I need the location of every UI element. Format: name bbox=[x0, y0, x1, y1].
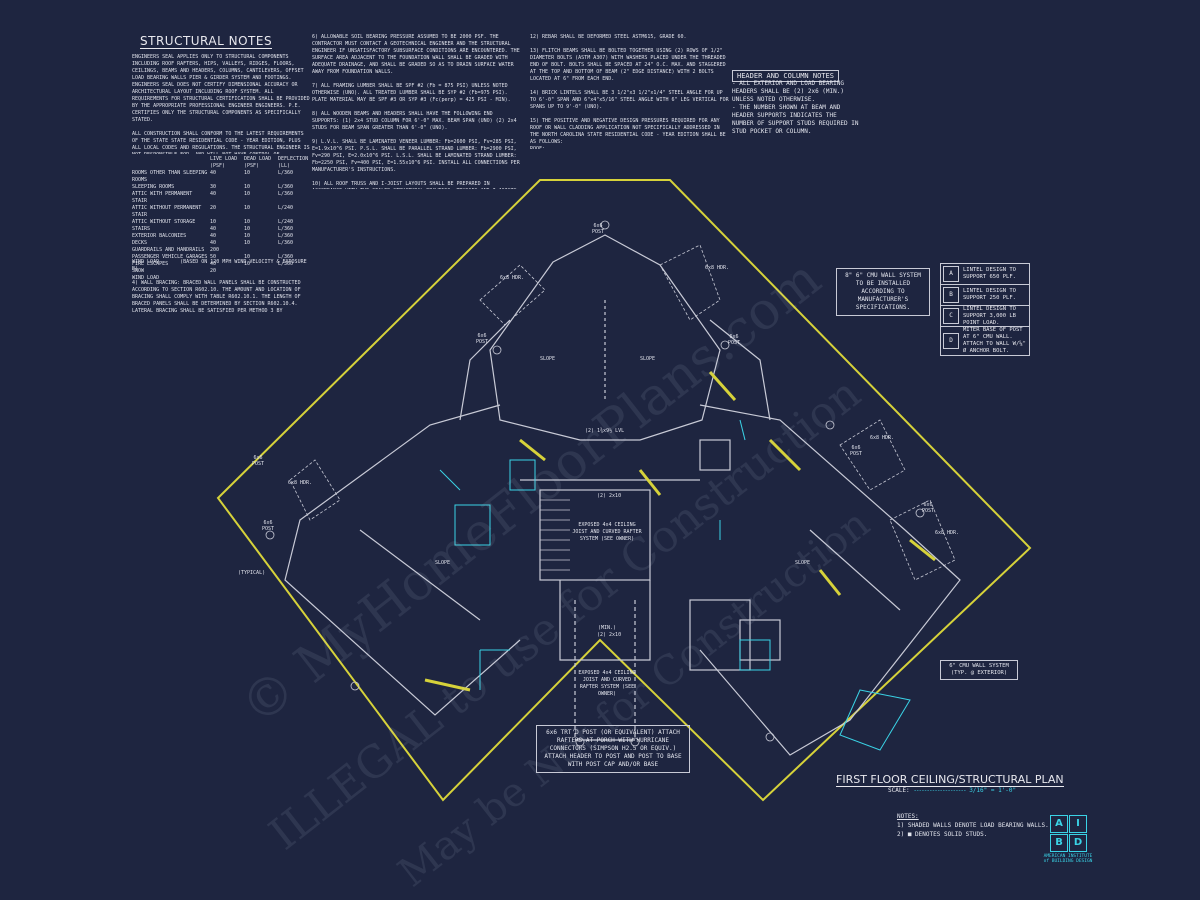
walls bbox=[284, 234, 961, 756]
cmu-wall-note: 8" 6" CMU WALL SYSTEM TO BE INSTALLED AC… bbox=[836, 268, 930, 316]
hdr-label: 6x8 HDR. bbox=[705, 265, 730, 271]
slope-label: SLOPE bbox=[435, 560, 451, 566]
post-label: 6x6 POST bbox=[850, 445, 863, 457]
slope-label: SLOPE bbox=[640, 356, 656, 362]
hdr-label: 6x8 HDR. bbox=[870, 435, 895, 441]
aibd-logo: A I B D AMERICAN INSTITUTE of BUILDING D… bbox=[1040, 815, 1096, 864]
beam-label: (2) 2x10 bbox=[597, 493, 622, 499]
lvl-label: (2) 1¾x9½ LVL bbox=[585, 428, 625, 434]
hdr-label: 6x8 HDR. bbox=[500, 275, 525, 281]
slope-label: SLOPE bbox=[795, 560, 811, 566]
design-loads-header: LIVE LOAD (PSF) DEAD LOAD (PSF) DEFLECTI… bbox=[210, 156, 309, 169]
hdr-label: 6x8 HDR. bbox=[935, 530, 960, 536]
ceiling-note: EXPOSED 4x4 CEILING JOIST AND CURVED RAF… bbox=[578, 670, 636, 697]
structural-notes-col1b: WIND LOAD (BASED ON 120 MPH WIND VELOCIT… bbox=[132, 259, 307, 314]
header-column-notes-body: - ALL EXTERIOR AND LOAD BEARING HEADERS … bbox=[732, 80, 859, 135]
post-label: 6x6 POST bbox=[728, 334, 741, 346]
hdr-label: 6x8 HDR. bbox=[288, 480, 313, 486]
load-bearing-walls bbox=[424, 371, 936, 692]
design-load-row: WIND LOAD bbox=[132, 275, 160, 281]
structural-notes-col3: 12) REBAR SHALL BE DEFORMED STEEL ASTM61… bbox=[530, 34, 729, 149]
post-label: 6x6 POST bbox=[476, 333, 489, 345]
plan-scale: SCALE: -------------------- 3/16" = 1'-0… bbox=[888, 787, 1017, 794]
fixtures bbox=[439, 419, 911, 751]
post-label: 6x6 POST bbox=[592, 223, 605, 235]
slope-label: SLOPE bbox=[540, 356, 556, 362]
stair bbox=[540, 499, 570, 571]
post-label: 6x6 POST bbox=[262, 520, 275, 532]
cmu-exterior-label: 6" CMU WALL SYSTEM (TYP. @ EXTERIOR) bbox=[940, 660, 1018, 680]
structural-notes-col2: 6) ALLOWABLE SOIL BEARING PRESSURE ASSUM… bbox=[312, 34, 520, 189]
min-label: (MIN.) bbox=[598, 625, 617, 631]
post-label: 6x6 POST bbox=[252, 455, 265, 467]
plan-title: FIRST FLOOR CEILING/STRUCTURAL PLAN bbox=[836, 773, 1064, 787]
bottom-notes: NOTES: 1) SHADED WALLS DENOTE LOAD BEARI… bbox=[897, 813, 1049, 838]
porch-headers bbox=[289, 244, 956, 581]
porch-post-note: 6x6 TRT'D POST (OR EQUIVALENT) ATTACH RA… bbox=[536, 725, 690, 773]
roof-outline bbox=[216, 179, 1032, 802]
structural-notes-col1: ENGINEERS SEAL APPLIES ONLY TO STRUCTURA… bbox=[132, 54, 310, 154]
post-markers bbox=[265, 220, 925, 747]
structural-notes-title: STRUCTURAL NOTES bbox=[140, 34, 273, 49]
post-label: 6x6 POST bbox=[922, 502, 935, 514]
header-column-notes-title: HEADER AND COLUMN NOTES bbox=[732, 70, 839, 82]
typical-label: (TYPICAL) bbox=[238, 570, 266, 576]
beam-label: (2) 2x10 bbox=[597, 632, 622, 638]
ceiling-note: EXPOSED 4x4 CEILING JOIST AND CURVED RAF… bbox=[572, 522, 642, 542]
design-loads-table: LIVE LOAD (PSF) DEAD LOAD (PSF) DEFLECTI… bbox=[132, 156, 312, 282]
